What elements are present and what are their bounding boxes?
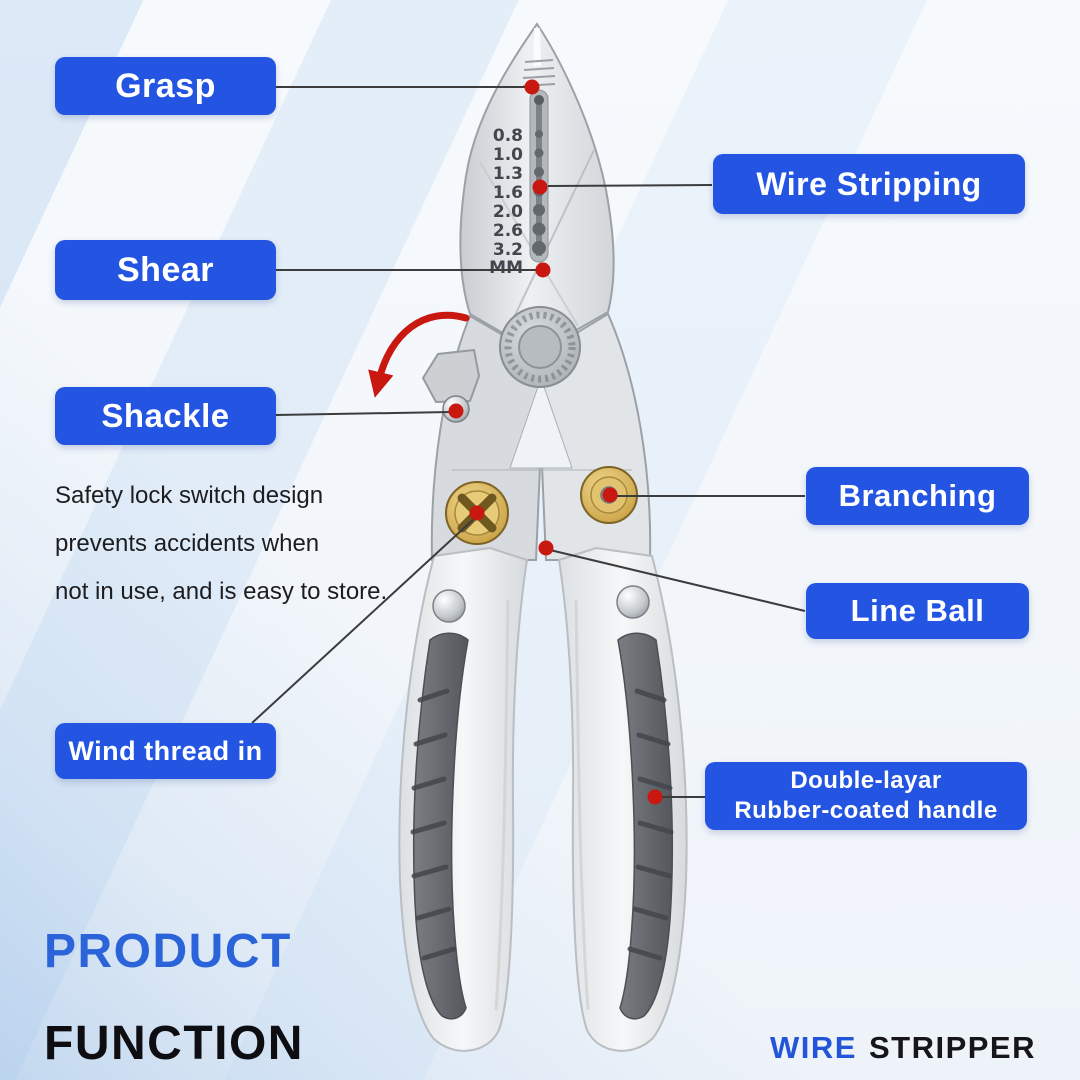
callout-dot-wire-stripping <box>532 179 548 195</box>
callout-label-wire-stripping: Wire Stripping <box>713 154 1025 214</box>
pivot-screw <box>499 306 581 388</box>
callout-dot-line-ball <box>538 540 554 556</box>
right-handle-ball <box>616 585 650 619</box>
handle-label-line2: Rubber-coated handle <box>734 797 998 824</box>
callout-dot-branching <box>602 487 618 503</box>
size-marking: 2.0 <box>493 202 523 222</box>
callout-line-shackle <box>275 411 451 416</box>
left-grip-ribs <box>410 688 457 961</box>
heading-function: FUNCTION <box>44 1017 304 1070</box>
callout-dot-grasp <box>524 79 540 95</box>
stripping-notches <box>529 89 549 263</box>
size-marking: 0.8 <box>493 126 523 146</box>
callout-dot-shear <box>535 262 551 278</box>
size-marking: 3.2 <box>493 240 523 260</box>
size-markings: 0.8 1.0 1.3 1.6 2.0 2.6 3.2 MM <box>489 126 523 278</box>
right-grip-ribs <box>627 688 674 961</box>
callout-label-branching: Branching <box>806 467 1029 525</box>
size-marking: 1.0 <box>493 145 523 165</box>
brand-wire: WIRE <box>770 1030 857 1065</box>
callout-line-wire-stripping <box>547 184 713 187</box>
size-marking: 2.6 <box>493 221 523 241</box>
callout-lines <box>251 86 806 798</box>
callout-dot-wind-thread <box>469 505 485 521</box>
brand-text: WIRE STRIPPER <box>770 1030 1036 1066</box>
size-marking: 1.3 <box>493 164 523 184</box>
arm-gap <box>509 376 573 469</box>
page-heading: PRODUCT FUNCTION <box>44 924 304 1071</box>
brand-stripper: STRIPPER <box>868 1030 1036 1065</box>
safety-note: Safety lock switch design prevents accid… <box>55 472 415 616</box>
heading-product: PRODUCT <box>44 925 292 978</box>
size-marking: 1.6 <box>493 183 523 203</box>
safety-note-line3: not in use, and is easy to store. <box>55 578 388 605</box>
rotation-arrow <box>368 311 470 398</box>
callout-label-line-ball: Line Ball <box>806 583 1029 639</box>
size-unit-label: MM <box>489 258 523 278</box>
callout-label-shackle: Shackle <box>55 387 276 445</box>
handle-label-line1: Double-layar <box>790 767 942 794</box>
callout-line-wind-thread <box>251 516 477 724</box>
safety-note-line2: prevents accidents when <box>55 530 320 557</box>
handles <box>398 546 688 1052</box>
callout-dots <box>448 79 663 805</box>
callout-label-grasp: Grasp <box>55 57 276 115</box>
callout-label-wind-thread-in: Wind thread in <box>55 723 276 779</box>
callout-dot-shackle <box>448 403 464 419</box>
left-handle-ball <box>432 589 466 623</box>
tip-highlight <box>533 28 541 66</box>
safety-note-line1: Safety lock switch design <box>55 482 324 509</box>
callout-dot-handle <box>647 789 663 805</box>
callout-line-line-ball <box>549 549 806 612</box>
callout-label-handle: Double-layar Rubber-coated handle <box>705 762 1027 830</box>
callout-label-shear: Shear <box>55 240 276 300</box>
